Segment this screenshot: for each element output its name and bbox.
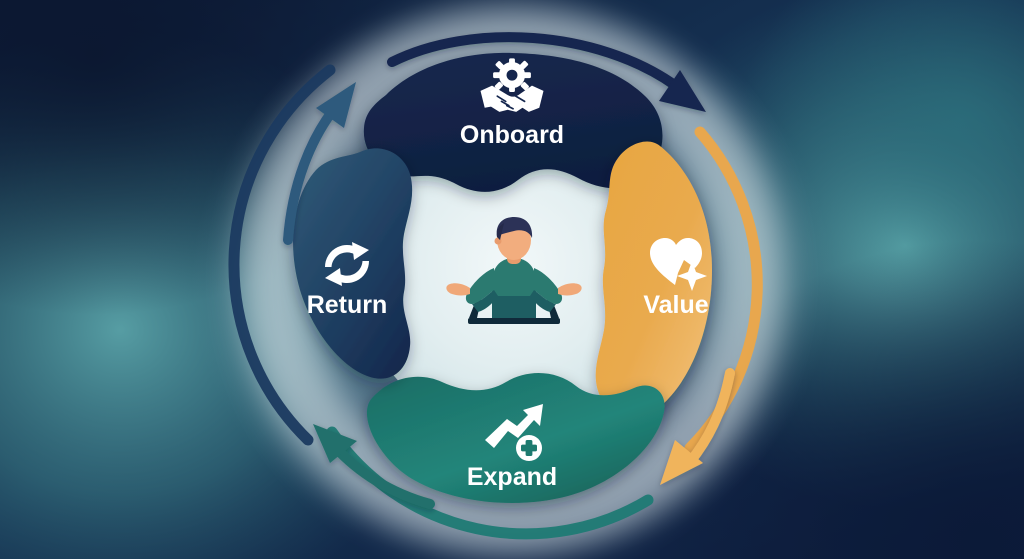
- arrow-onboard-to-value: [387, 32, 706, 112]
- outer-arc-return: [228, 64, 336, 446]
- growth-arrow-plus-icon: [485, 404, 543, 461]
- segment-expand-shape[interactable]: [366, 373, 665, 503]
- refresh-cycle-icon: [324, 242, 370, 286]
- segment-value-label: Value: [643, 291, 708, 319]
- handshake-gear-icon: [480, 58, 544, 112]
- segment-expand-label: Expand: [467, 463, 557, 491]
- segment-return-shape[interactable]: [293, 148, 413, 379]
- arrow-value-to-expand: [660, 368, 735, 485]
- segment-return-label: Return: [307, 291, 388, 319]
- segment-expand[interactable]: Expand: [366, 373, 665, 503]
- segment-onboard[interactable]: Onboard: [363, 52, 663, 192]
- arrow-return-to-onboard: [283, 82, 356, 245]
- segment-onboard-shape[interactable]: [363, 52, 663, 192]
- segment-return[interactable]: Return: [293, 148, 413, 379]
- segment-value[interactable]: Value: [595, 141, 712, 417]
- segment-onboard-label: Onboard: [460, 121, 564, 149]
- cycle-arrows: [283, 32, 735, 509]
- heart-sparkle-icon: [650, 238, 707, 291]
- person-welcoming-illustration: [446, 217, 582, 324]
- segment-value-shape[interactable]: [595, 141, 712, 417]
- arrow-expand-to-return: [313, 424, 435, 509]
